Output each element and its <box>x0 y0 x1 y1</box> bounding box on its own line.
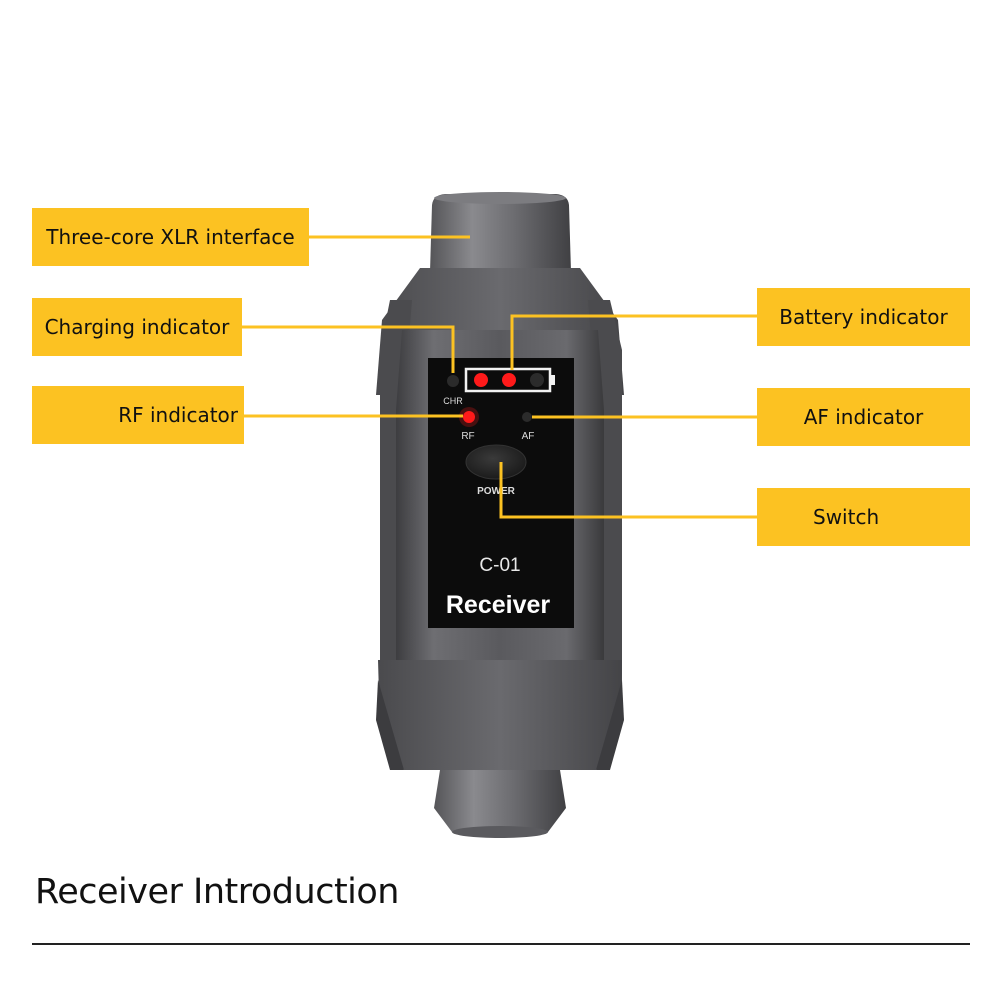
callout-switch-label: Switch <box>813 505 880 529</box>
device-name: Receiver <box>446 591 551 619</box>
battery-icon <box>464 367 555 393</box>
power-label: POWER <box>477 486 516 497</box>
model-label: C-01 <box>479 555 520 576</box>
rf-led <box>463 411 475 423</box>
xlr-connector <box>430 192 571 272</box>
callout-battery-label: Battery indicator <box>779 305 948 329</box>
chr-label: CHR <box>443 396 463 406</box>
callout-xlr-label: Three-core XLR interface <box>46 225 295 249</box>
callout-switch: Switch <box>757 488 970 546</box>
rf-label: RF <box>461 431 474 442</box>
callout-rf-label: RF indicator <box>118 403 238 427</box>
footer-divider <box>32 943 970 945</box>
charging-led <box>447 375 459 387</box>
callout-charging-indicator: Charging indicator <box>32 298 242 356</box>
leader-lines <box>242 235 757 519</box>
af-label: AF <box>522 431 535 442</box>
callout-battery-indicator: Battery indicator <box>757 288 970 346</box>
callout-rf-indicator: RF indicator <box>32 386 244 444</box>
callout-af-label: AF indicator <box>803 405 924 429</box>
callout-af-indicator: AF indicator <box>757 388 970 446</box>
power-button[interactable] <box>465 444 527 480</box>
callout-charging-label: Charging indicator <box>44 315 230 339</box>
bottom-cap <box>434 770 566 838</box>
callout-xlr-interface: Three-core XLR interface <box>32 208 309 266</box>
af-led <box>522 412 532 422</box>
page-title: Receiver Introduction <box>35 872 400 912</box>
